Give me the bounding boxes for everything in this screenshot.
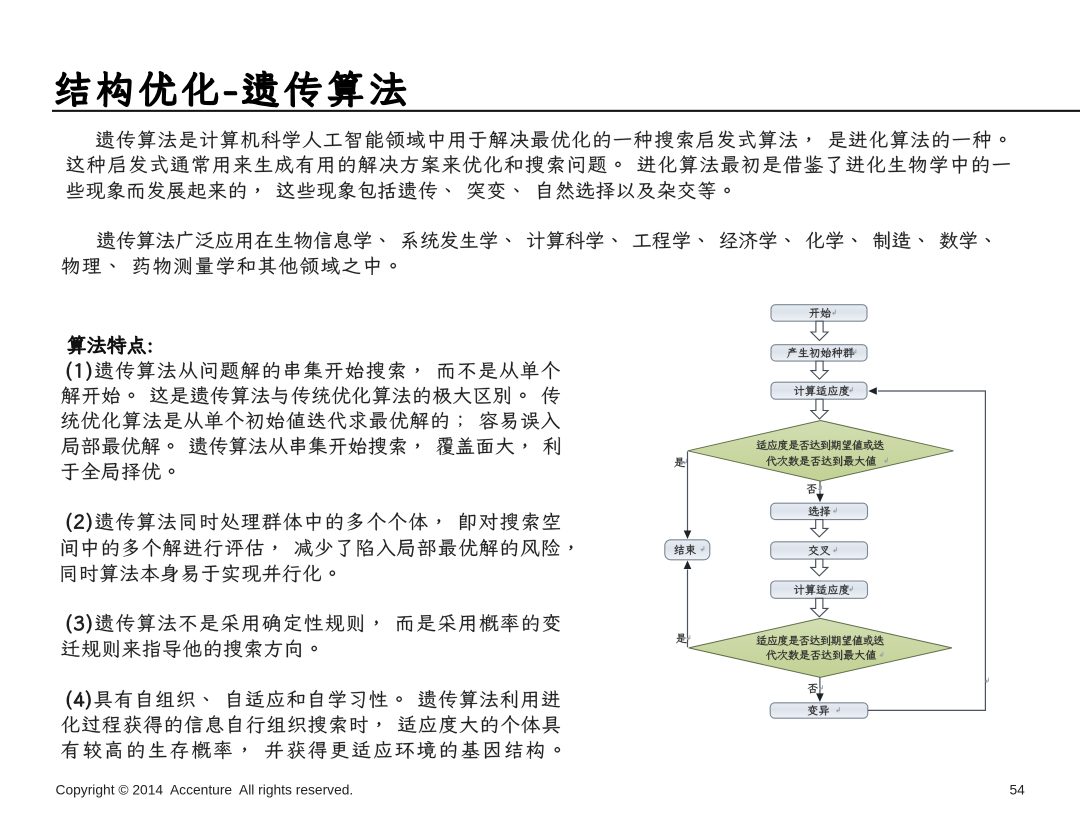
svg-text:54: 54 [1010,782,1026,797]
svg-text:Copyright © 2014 Accenture A: Copyright © 2014 Accenture All rights re… [56,782,354,797]
